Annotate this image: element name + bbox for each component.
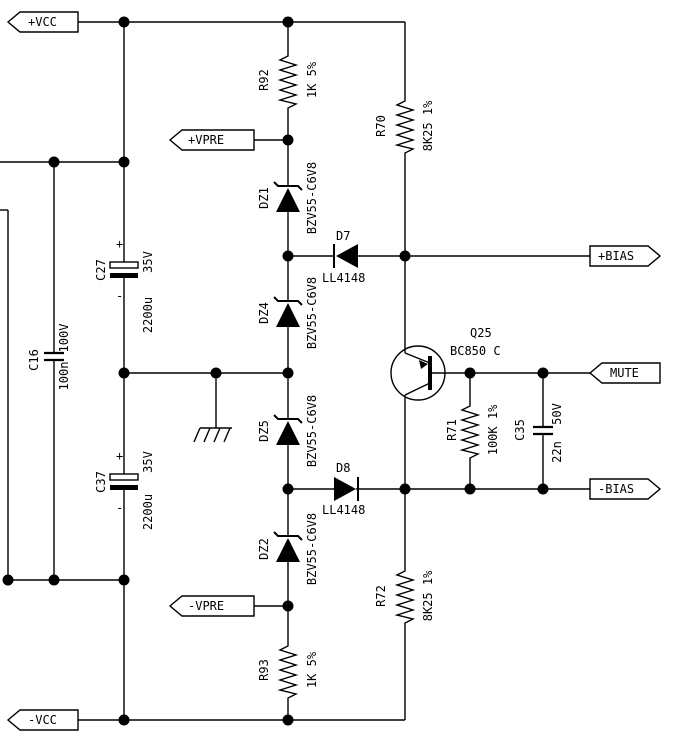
r92-ref: R92 xyxy=(257,69,271,91)
capacitor-c16: C16 100V 100n xyxy=(27,324,71,391)
transistor-q25: Q25 BC850 C xyxy=(390,326,501,401)
zener-dz5: DZ5 BZV55-C6V8 xyxy=(257,395,319,467)
c35-voltage: 50V xyxy=(550,403,564,425)
q25-ref: Q25 xyxy=(470,326,492,340)
r71-value: 100K 1% xyxy=(486,404,500,455)
r70-value: 8K25 1% xyxy=(421,100,435,151)
net-tag-mute: MUTE xyxy=(588,362,661,384)
net-tag-bias-neg: -BIAS xyxy=(589,478,662,500)
r71-ref: R71 xyxy=(445,419,459,441)
resistor-r71: R71 100K 1% xyxy=(445,400,500,460)
c37-ref: C37 xyxy=(94,471,108,493)
dz1-value: BZV55-C6V8 xyxy=(305,162,319,234)
net-label-vpre-pos: +VPRE xyxy=(188,133,224,147)
dz1-ref: DZ1 xyxy=(257,187,271,209)
zener-dz2: DZ2 BZV55-C6V8 xyxy=(257,513,319,585)
net-label-vcc-pos: +VCC xyxy=(28,15,57,29)
capacitor-c37: + - C37 35V 2200u xyxy=(94,449,155,530)
net-label-bias-pos: +BIAS xyxy=(598,249,634,263)
c35-value: 22n xyxy=(550,441,564,463)
q25-value: BC850 C xyxy=(450,344,501,358)
r72-ref: R72 xyxy=(374,585,388,607)
resistor-r72: R72 8K25 1% xyxy=(374,565,435,625)
resistor-r92: R92 1K 5% xyxy=(257,50,319,110)
net-tag-vpre-pos: +VPRE xyxy=(168,129,255,151)
c37-voltage: 35V xyxy=(141,451,155,473)
c27-ref: C27 xyxy=(94,259,108,281)
net-tag-bias-pos: +BIAS xyxy=(589,245,662,267)
junctions xyxy=(2,16,549,726)
c37-plus: + xyxy=(116,449,123,463)
dz2-value: BZV55-C6V8 xyxy=(305,513,319,585)
net-tag-vpre-neg: -VPRE xyxy=(168,595,255,617)
d7-value: LL4148 xyxy=(322,271,365,285)
c16-ref: C16 xyxy=(27,349,41,371)
dz5-ref: DZ5 xyxy=(257,420,271,442)
r70-ref: R70 xyxy=(374,115,388,137)
c27-voltage: 35V xyxy=(141,251,155,273)
c35-ref: C35 xyxy=(513,419,527,441)
capacitor-c27: + - C27 35V 2200u xyxy=(94,237,155,333)
r93-ref: R93 xyxy=(257,659,271,681)
capacitor-c35: C35 50V 22n xyxy=(513,403,564,463)
c37-minus: - xyxy=(116,501,123,515)
r72-value: 8K25 1% xyxy=(421,570,435,621)
resistor-r70: R70 8K25 1% xyxy=(374,95,435,155)
net-tag-vcc-pos: +VCC xyxy=(6,11,79,33)
diode-d7: D7 LL4148 xyxy=(322,229,365,285)
zener-dz1: DZ1 BZV55-C6V8 xyxy=(257,162,319,234)
r93-value: 1K 5% xyxy=(305,651,319,688)
dz4-ref: DZ4 xyxy=(257,302,271,324)
dz5-value: BZV55-C6V8 xyxy=(305,395,319,467)
resistor-r93: R93 1K 5% xyxy=(257,640,319,700)
c27-value: 2200u xyxy=(141,297,155,333)
dz4-value: BZV55-C6V8 xyxy=(305,277,319,349)
net-tag-vcc-neg: -VCC xyxy=(6,709,79,731)
diode-d8: D8 LL4148 xyxy=(322,461,365,517)
zener-dz4: DZ4 BZV55-C6V8 xyxy=(257,277,319,349)
r92-value: 1K 5% xyxy=(305,61,319,98)
net-label-mute: MUTE xyxy=(610,366,639,380)
c27-plus: + xyxy=(116,237,123,251)
net-label-bias-neg: -BIAS xyxy=(598,482,634,496)
d8-value: LL4148 xyxy=(322,503,365,517)
d7-ref: D7 xyxy=(336,229,350,243)
wires xyxy=(0,21,590,721)
net-label-vpre-neg: -VPRE xyxy=(188,599,224,613)
c16-voltage: 100V xyxy=(57,324,71,353)
dz2-ref: DZ2 xyxy=(257,538,271,560)
c37-value: 2200u xyxy=(141,494,155,530)
net-label-vcc-neg: -VCC xyxy=(28,713,57,727)
c16-value: 100n xyxy=(57,362,71,391)
c27-minus: - xyxy=(116,289,123,303)
d8-ref: D8 xyxy=(336,461,350,475)
